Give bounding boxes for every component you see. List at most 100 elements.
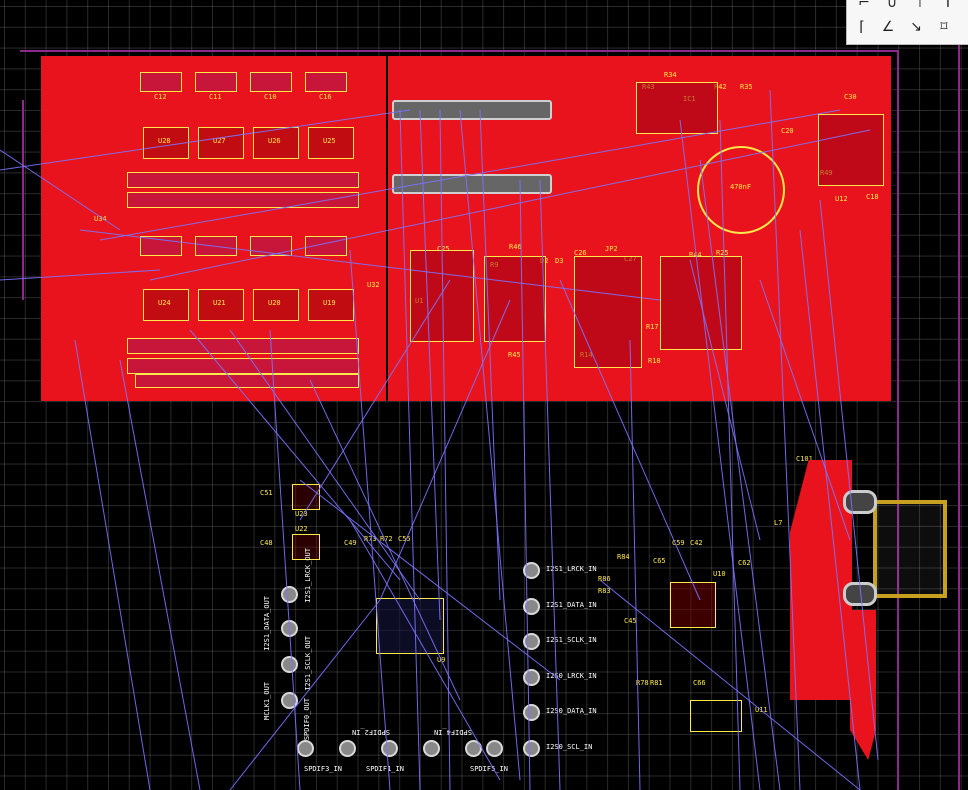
chip-u9[interactable]: U9	[376, 598, 445, 664]
cap-c10[interactable]	[250, 72, 292, 92]
label-u34: U34	[94, 215, 107, 223]
label-c66: C66	[693, 679, 706, 687]
pin-spdif4-in[interactable]	[423, 740, 440, 757]
cap-c16[interactable]	[305, 72, 347, 92]
label-c16: C16	[319, 93, 332, 101]
angle-icon[interactable]: ∠	[881, 19, 895, 35]
label-c12: C12	[154, 93, 167, 101]
component-cluster-e[interactable]	[818, 114, 884, 186]
resistor-array-1[interactable]	[127, 172, 359, 188]
label-c42: C42	[690, 539, 703, 547]
label-c62: C62	[738, 559, 751, 567]
label-c20: C20	[781, 127, 794, 135]
diagonal-route-icon[interactable]: ↘	[910, 19, 922, 35]
pin-i2s1-lrck-out[interactable]	[281, 586, 298, 603]
capacitor-470nf[interactable]	[697, 146, 785, 234]
board-edge-right	[897, 50, 899, 790]
chip-u22[interactable]: U22	[292, 526, 320, 560]
cap-c13[interactable]	[250, 236, 292, 256]
usb-slot-top[interactable]	[843, 490, 877, 514]
resistor-array-5[interactable]	[135, 374, 359, 388]
chip-u10[interactable]: U10	[670, 571, 726, 628]
pin-i2s0-lrck-in[interactable]	[523, 669, 540, 686]
usb-copper[interactable]	[790, 460, 852, 700]
pin-spdif5-in[interactable]	[465, 740, 482, 757]
label-r83: R83	[598, 587, 611, 595]
label-r17: R17	[646, 323, 659, 331]
label-r45: R45	[508, 351, 521, 359]
pin-i2s0-data-in[interactable]	[523, 704, 540, 721]
label-c18: C18	[866, 193, 879, 201]
board-edge-top	[20, 50, 899, 52]
label-r46: R46	[509, 243, 522, 251]
resistor-array-2[interactable]	[127, 192, 359, 208]
label-r44: R44	[689, 251, 702, 259]
wire-icon[interactable]: Ĭ	[945, 0, 951, 11]
label-r84: R84	[617, 553, 630, 561]
label-c30-top: C30	[844, 93, 857, 101]
chip-u23[interactable]: U23	[292, 484, 320, 518]
label-c26: C26	[574, 249, 587, 257]
chip-u24[interactable]: U24	[143, 289, 189, 321]
label-r72: R72	[380, 535, 393, 543]
label-r34: R34	[664, 71, 677, 79]
label-c48: C48	[260, 539, 273, 547]
arc-icon[interactable]: ∪	[886, 0, 898, 11]
label-c59: C59	[672, 539, 685, 547]
cap-c12[interactable]	[140, 72, 182, 92]
chip-u27[interactable]: U27	[198, 127, 244, 159]
label-r86: R86	[598, 575, 611, 583]
component-cluster-b[interactable]	[484, 256, 546, 342]
label-r73: R73	[364, 535, 377, 543]
label-c11: C11	[209, 93, 222, 101]
label-470nf: 470nF	[730, 183, 752, 191]
net-i2s0-scl-in: I2S0_SCL_IN	[546, 743, 593, 751]
pin-i2s1-sclk-out[interactable]	[281, 656, 298, 673]
pour-gap	[386, 56, 388, 401]
label-r35: R35	[740, 83, 753, 91]
pin-spdif6-in[interactable]	[486, 740, 503, 757]
pin-spdif2-in[interactable]	[339, 740, 356, 757]
net-spdif1-in: SPDIF1_IN	[366, 765, 404, 773]
route-icon[interactable]: ⌈	[859, 19, 865, 35]
label-c10: C10	[264, 93, 277, 101]
chip-u26[interactable]: U26	[253, 127, 299, 159]
select-icon[interactable]: ⌐	[858, 0, 870, 11]
net-i2s1-sclk-in: I2S1_SCLK_IN	[546, 636, 597, 644]
net-i2s1-data-in: I2S1_DATA_IN	[546, 601, 597, 609]
label-u32: U32	[367, 281, 380, 289]
rect-icon[interactable]: ⌑	[940, 19, 948, 35]
label-r42: R42	[714, 83, 727, 91]
label-r25: R25	[716, 249, 729, 257]
net-i2s0-data-in: I2S0_DATA_IN	[546, 707, 597, 715]
board-edge-right-inner	[958, 0, 960, 790]
label-c25: C25	[437, 245, 450, 253]
chip-u19[interactable]: U19	[308, 289, 354, 321]
tool-palette: ⌐ ∪ ⊤ Ĭ ⌈ ∠ ↘ ⌑	[846, 0, 968, 45]
pin-spdif3-in[interactable]	[381, 740, 398, 757]
pin-spdif1-in[interactable]	[297, 740, 314, 757]
usb-connector[interactable]	[873, 500, 947, 598]
net-i2s1-lrck-in: I2S1_LRCK_IN	[546, 565, 597, 573]
cap-c11[interactable]	[195, 72, 237, 92]
label-r78: R78	[636, 679, 649, 687]
label-r81: R81	[650, 679, 663, 687]
chip-u20[interactable]: U20	[253, 289, 299, 321]
net-i2s0-lrck-in: I2S0_LRCK_IN	[546, 672, 597, 680]
label-c65: C65	[653, 557, 666, 565]
label-d3: D3	[555, 257, 564, 265]
pin-i2s1-lrck-in[interactable]	[523, 562, 540, 579]
label-l7: L7	[774, 519, 783, 527]
pin-icon[interactable]: ⊤	[913, 0, 927, 11]
component-cluster-f[interactable]	[636, 82, 718, 134]
resistor-array-3[interactable]	[127, 338, 359, 354]
chip-u25[interactable]: U25	[308, 127, 354, 159]
chip-u21[interactable]: U21	[198, 289, 244, 321]
label-c49: C49	[344, 539, 357, 547]
net-spdif5-in: SPDIF5_IN	[470, 765, 508, 773]
pin-header-top[interactable]	[392, 100, 552, 120]
label-u12: U12	[835, 195, 848, 203]
pin-i2s0-scl-in[interactable]	[523, 740, 540, 757]
